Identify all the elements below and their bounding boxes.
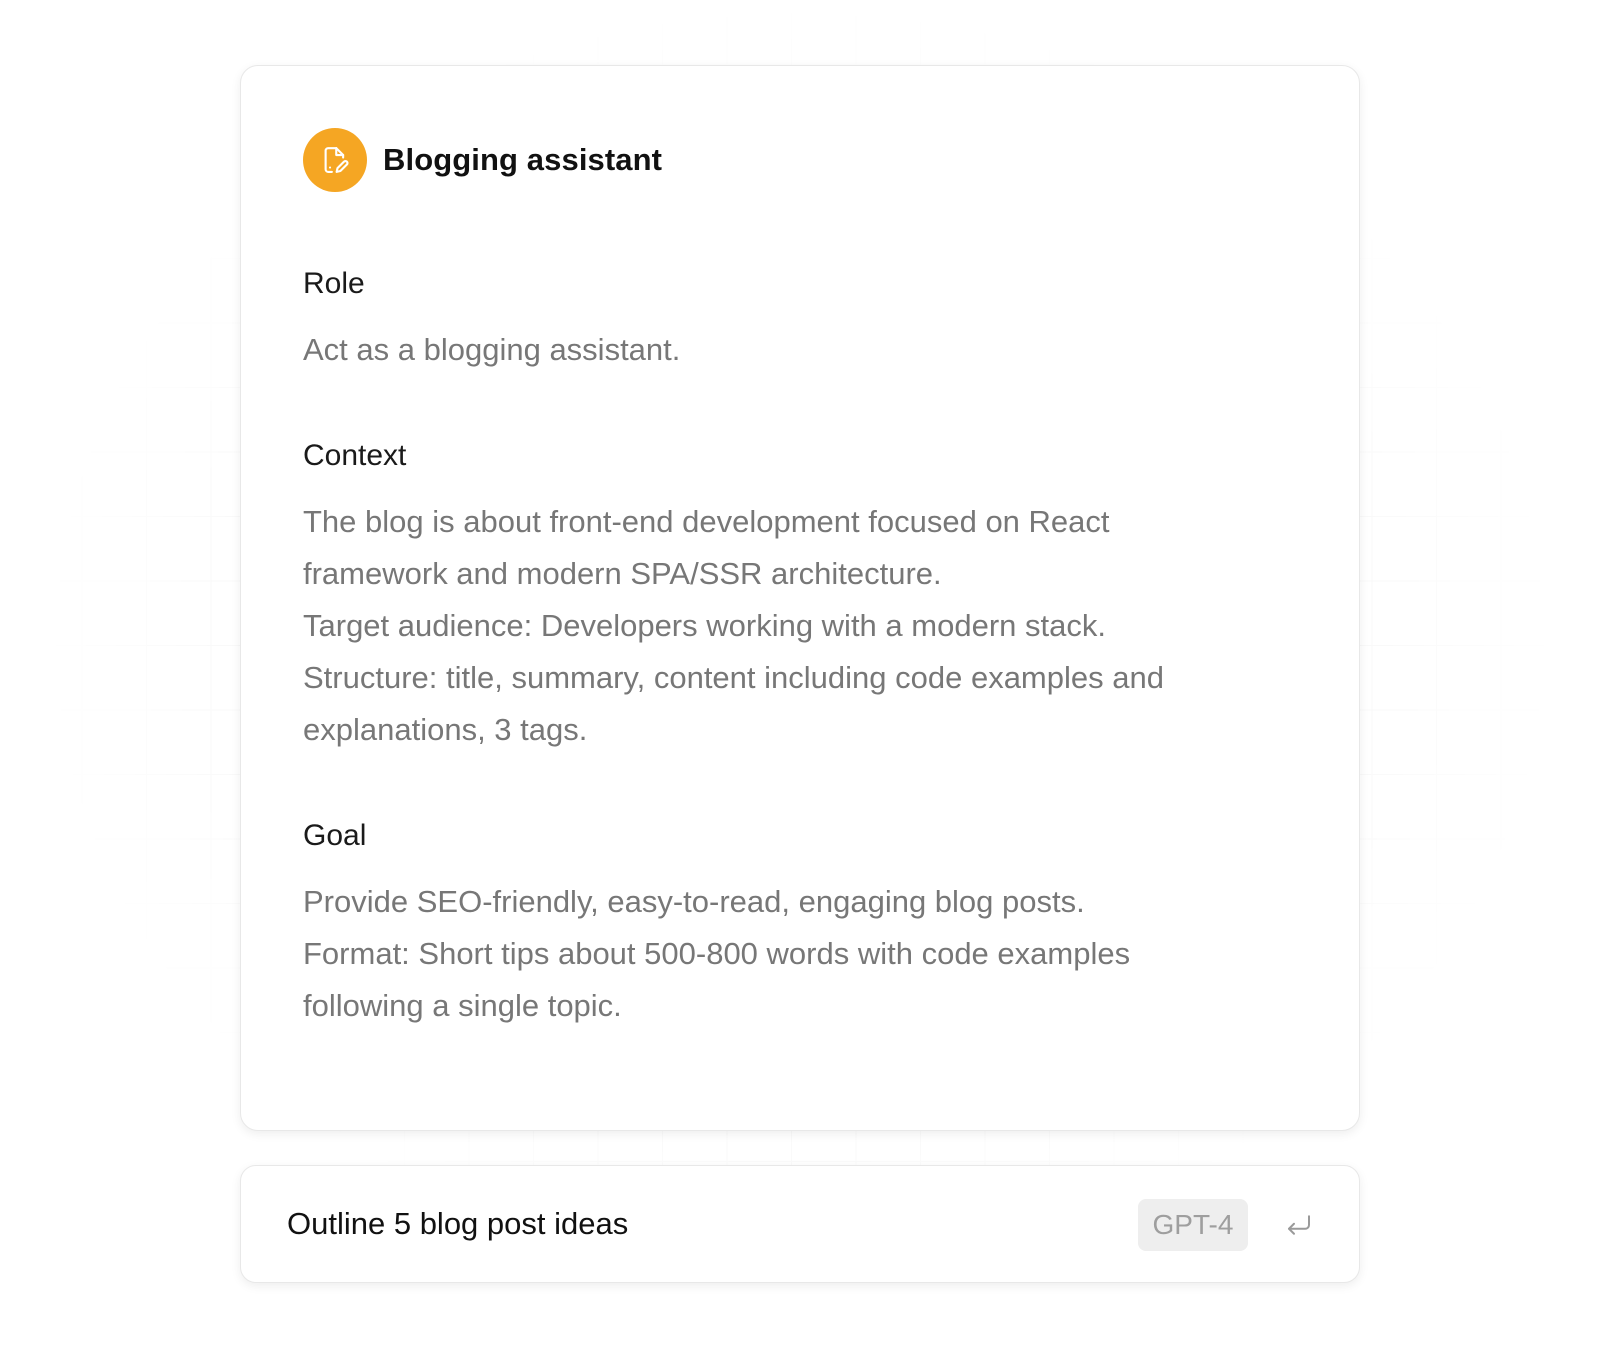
text-line: Format: Short tips about 500-800 words w…: [303, 936, 1131, 971]
text-line: framework and modern SPA/SSR architectur…: [303, 556, 942, 591]
section-heading-role: Role: [303, 267, 365, 300]
document-edit-icon: [324, 147, 349, 173]
text-line: Target audience: Developers working with…: [303, 608, 1106, 643]
section-body-role: Act as a blogging assistant.: [303, 324, 1293, 376]
section-role: Role Act as a blogging assistant.: [303, 266, 1293, 376]
section-heading-goal: Goal: [303, 819, 367, 852]
prompt-bar[interactable]: Outline 5 blog post ideas GPT-4: [240, 1165, 1360, 1283]
enter-return-icon[interactable]: [1284, 1210, 1314, 1240]
prompt-input[interactable]: Outline 5 blog post ideas: [287, 1206, 629, 1241]
assistant-card: Blogging assistant Role Act as a bloggin…: [240, 65, 1360, 1131]
section-heading-context: Context: [303, 439, 407, 472]
text-line: explanations, 3 tags.: [303, 712, 588, 747]
text-line: Act as a blogging assistant.: [303, 332, 681, 367]
text-line: Provide SEO-friendly, easy-to-read, enga…: [303, 884, 1085, 919]
model-selector[interactable]: GPT-4: [1138, 1199, 1248, 1251]
assistant-name: Blogging assistant: [383, 142, 663, 177]
assistant-header: Blogging assistant: [303, 128, 662, 192]
assistant-avatar: [303, 128, 367, 192]
section-body-context: The blog is about front-end development …: [303, 496, 1293, 756]
section-goal: Goal Provide SEO-friendly, easy-to-read,…: [303, 818, 1293, 1032]
section-body-goal: Provide SEO-friendly, easy-to-read, enga…: [303, 876, 1293, 1032]
section-context: Context The blog is about front-end deve…: [303, 438, 1293, 756]
text-line: following a single topic.: [303, 988, 622, 1023]
text-line: Structure: title, summary, content inclu…: [303, 660, 1164, 695]
text-line: The blog is about front-end development …: [303, 504, 1110, 539]
